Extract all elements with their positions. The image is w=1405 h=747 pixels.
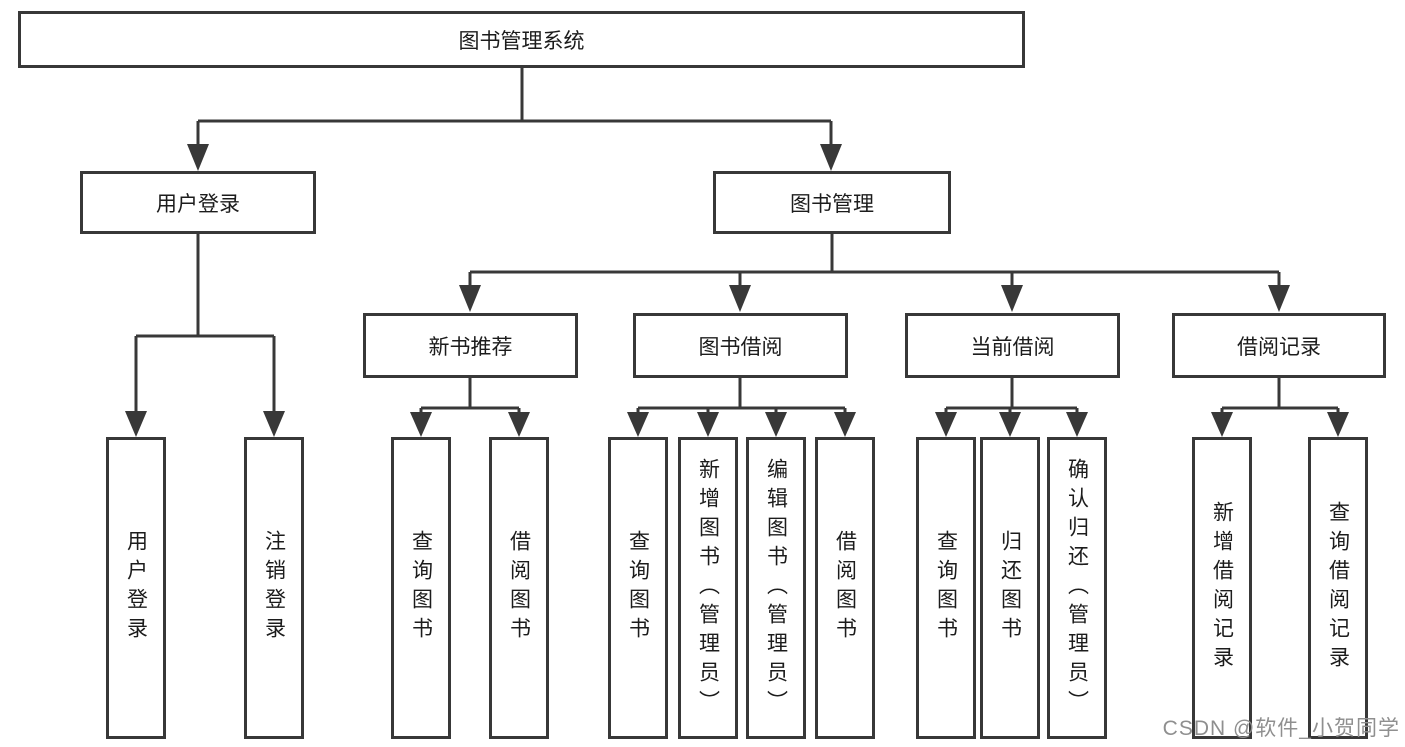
leaf-return-books: 归还图书	[980, 437, 1040, 739]
leaf-borrow-books-recommend: 借阅图书	[489, 437, 549, 739]
arrowhead	[125, 411, 147, 437]
node-book-borrowing: 图书借阅	[633, 313, 848, 378]
leaf-query-borrow-record: 查询借阅记录	[1308, 437, 1368, 739]
leaf-add-borrow-record: 新增借阅记录	[1192, 437, 1252, 739]
leaf-borrow-books-borrowing: 借阅图书	[815, 437, 875, 739]
arrowhead	[263, 411, 285, 437]
arrowhead	[999, 412, 1021, 437]
connector-root-to-level2	[187, 68, 842, 171]
arrowhead	[820, 144, 842, 171]
arrowhead	[1268, 285, 1290, 312]
node-current-borrowing: 当前借阅	[905, 313, 1120, 378]
arrowhead	[459, 285, 481, 312]
node-user-login: 用户登录	[80, 171, 316, 234]
leaf-query-books-current: 查询图书	[916, 437, 976, 739]
arrowhead	[410, 412, 432, 437]
leaf-logout: 注销登录	[244, 437, 304, 739]
arrowhead	[1327, 412, 1349, 437]
connector-user-login-branch	[125, 234, 285, 437]
leaf-confirm-return-admin: 确认归还（管理员）	[1047, 437, 1107, 739]
node-library-management-system: 图书管理系统	[18, 11, 1025, 68]
arrowhead	[1211, 412, 1233, 437]
leaf-edit-book-admin: 编辑图书（管理员）	[746, 437, 806, 739]
node-new-book-recommendation: 新书推荐	[363, 313, 578, 378]
arrowhead	[1066, 412, 1088, 437]
arrowhead	[935, 412, 957, 437]
connector-book-borrowing-branch	[627, 378, 856, 437]
leaf-add-book-admin: 新增图书（管理员）	[678, 437, 738, 739]
connector-borrow-records-branch	[1211, 378, 1349, 437]
arrowhead	[834, 412, 856, 437]
arrowhead	[697, 412, 719, 437]
arrowhead	[187, 144, 209, 171]
arrowhead	[729, 285, 751, 312]
node-book-management: 图书管理	[713, 171, 951, 234]
arrowhead	[1001, 285, 1023, 312]
leaf-user-login: 用户登录	[106, 437, 166, 739]
arrowhead	[765, 412, 787, 437]
connector-current-borrowing-branch	[935, 378, 1088, 437]
connector-book-management-branch	[459, 234, 1290, 312]
arrowhead	[508, 412, 530, 437]
node-borrowing-records: 借阅记录	[1172, 313, 1386, 378]
arrowhead	[627, 412, 649, 437]
leaf-query-books-borrowing: 查询图书	[608, 437, 668, 739]
leaf-query-books-recommend: 查询图书	[391, 437, 451, 739]
connector-new-book-branch	[410, 378, 530, 437]
